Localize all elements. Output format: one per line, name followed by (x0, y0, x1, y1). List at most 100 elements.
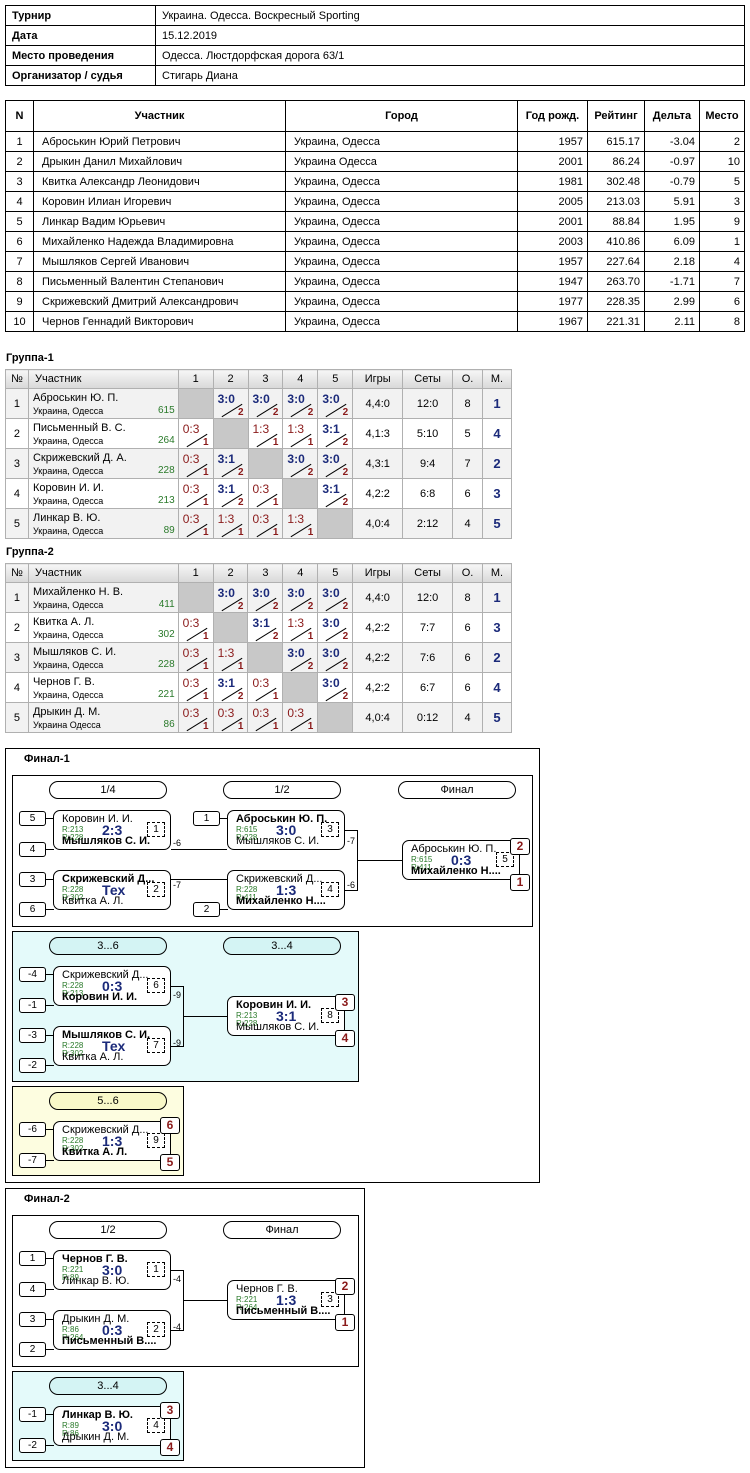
group-pts: 6 (452, 672, 483, 703)
bracket-line (171, 1330, 183, 1331)
group-col-header: 5 (317, 369, 354, 389)
match-points: 2 (307, 407, 314, 418)
group-2-title: Группа-2 (6, 546, 54, 558)
match-rating-1: R:221 (62, 1265, 84, 1274)
match-points: 2 (237, 407, 244, 418)
group-pts: 8 (452, 582, 483, 613)
bracket-line (183, 1016, 227, 1017)
match-number: 2 (147, 882, 165, 897)
match-rating-2: R:228 (62, 833, 84, 842)
info-key: Организатор / судья (5, 65, 156, 86)
participant-rating: 228 (157, 659, 175, 670)
bracket-line (171, 1046, 183, 1047)
group-sets: 9:4 (402, 448, 454, 479)
group-sets: 6:7 (402, 672, 454, 703)
match-score: 2:3 (102, 822, 123, 838)
bracket-line (46, 1349, 54, 1350)
group-col-header: Сеты (402, 563, 454, 583)
participant-city: Украина, Одесса (32, 526, 104, 536)
player-cell: 228.35 (587, 291, 645, 312)
group-col-header: М. (482, 369, 512, 389)
match-score: 3:0 (217, 392, 235, 406)
participant-name: Аброськин Ю. П. (32, 392, 119, 404)
match-score: 0:3 (182, 512, 200, 526)
group-place: 3 (481, 612, 513, 643)
group-place: 2 (482, 448, 512, 479)
match-rating-2: R:213 (62, 989, 84, 998)
match-number: 2 (147, 1322, 165, 1337)
match-player-2: Квитка А. Л. (62, 895, 124, 907)
match-points: 2 (342, 407, 349, 418)
match-number: 6 (147, 978, 165, 993)
player-cell: 4 (699, 251, 745, 272)
round-label-3-4: 3...4 (223, 937, 341, 955)
match-points: 1 (237, 527, 244, 538)
match-player-2: Линкар В. Ю. (62, 1275, 130, 1287)
player-cell: 1957 (517, 251, 588, 272)
group-sets: 12:0 (402, 388, 454, 419)
group-cell-self (212, 418, 249, 449)
match-player-2: Квитка А. Л. (62, 1146, 128, 1158)
match-score: 3:0 (252, 392, 270, 406)
info-key: Место проведения (5, 45, 156, 66)
group-col-header: О. (452, 369, 483, 389)
bracket-line (46, 1129, 54, 1130)
match-rating-1: R:86 (62, 1325, 79, 1334)
player-cell: 213.03 (587, 191, 645, 212)
group-place: 5 (481, 702, 513, 733)
bracket-line (46, 1319, 54, 1320)
match-score: 3:0 (287, 452, 305, 466)
bracket-line (46, 1414, 54, 1415)
participant-rating: 86 (163, 719, 175, 730)
match-points: 1 (203, 661, 209, 672)
bracket-line (46, 1258, 54, 1259)
match-rating-2: R:264 (236, 1303, 258, 1312)
player-cell: 6 (5, 231, 34, 252)
seed-box: -4 (19, 967, 46, 982)
group-col-header: № (5, 563, 29, 583)
group-sets: 7:7 (402, 612, 454, 643)
match-score: 3:0 (322, 452, 340, 466)
group-games: 4,1:3 (352, 418, 404, 449)
player-cell: 410.86 (587, 231, 645, 252)
player-cell: 1947 (517, 271, 588, 292)
loser-link: -7 (347, 836, 356, 846)
group-games: 4,4:0 (352, 388, 404, 419)
loser-link: -9 (173, 1038, 182, 1048)
player-cell: 8 (5, 271, 34, 292)
participant-city: Украина, Одесса (32, 466, 104, 476)
group-col-header: Игры (352, 369, 404, 389)
match-rating-1: R:228 (62, 1136, 84, 1145)
match-points: 2 (237, 497, 244, 508)
match-score: 3:0 (322, 586, 340, 600)
players-col-header: Место (699, 100, 745, 132)
player-cell: 10 (699, 151, 745, 172)
seed-box: 1 (193, 811, 220, 826)
participant-rating: 228 (158, 465, 175, 476)
player-cell: -0.79 (644, 171, 700, 192)
player-cell: 6 (699, 291, 745, 312)
player-cell: 7 (5, 251, 34, 272)
match-score: 3:0 (322, 616, 340, 630)
group-games: 4,3:1 (352, 448, 404, 479)
